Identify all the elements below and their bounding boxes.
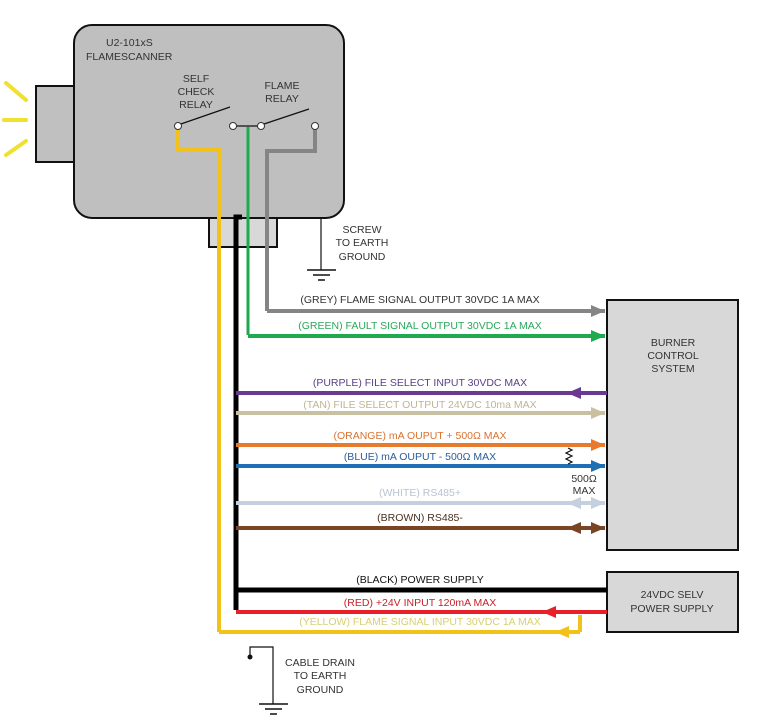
cable-drain-wire [249,646,274,704]
wire-blue: (BLUE) mA OUPUT - 500Ω MAX [236,451,605,472]
wire-yellow: (YELLOW) FLAME SIGNAL INPUT 30VDC 1A MAX [219,615,582,638]
screw-ground-label: SCREW [342,224,381,236]
self-check-relay-label: CHECK [178,86,215,98]
power-supply-label: 24VDC SELV [641,589,704,601]
arrow-right-icon [591,460,605,472]
arrow-left-icon [542,606,556,618]
scanner-lens [35,85,76,163]
screw-ground-label: TO EARTH [336,237,389,249]
relay-switches [177,106,310,127]
wire-brown-label: (BROWN) RS485- [377,512,463,524]
power-supply [606,571,739,633]
arrow-left-icon [567,387,581,399]
arrow-left-icon [555,626,569,638]
wire-brown: (BROWN) RS485- [236,512,605,534]
arrow-right-icon [591,522,605,534]
resistor-label: 500Ω [571,473,597,485]
scanner-name: FLAMESCANNER [86,51,173,63]
wire-grey: (GREY) FLAME SIGNAL OUTPUT 30VDC 1A MAX [267,294,605,317]
relay-terminals [174,122,319,130]
black-wire-trunk [233,214,242,610]
arrow-right-icon [591,439,605,451]
burner-control-system [606,299,739,551]
wire-purple-label: (PURPLE) FILE SELECT INPUT 30VDC MAX [313,377,527,389]
wire-green: (GREEN) FAULT SIGNAL OUTPUT 30VDC 1A MAX [248,320,605,342]
screw-ground-label: GROUND [339,251,386,263]
wire-yellow-label: (YELLOW) FLAME SIGNAL INPUT 30VDC 1A MAX [299,616,541,628]
wire-red: (RED) +24V INPUT 120mA MAX [236,597,607,618]
wire-purple: (PURPLE) FILE SELECT INPUT 30VDC MAX [236,377,607,399]
self-check-relay-label: SELF [183,73,209,85]
flame-light-icon [2,81,28,157]
self-check-relay-label: RELAY [179,99,213,111]
arrow-left-icon [567,522,581,534]
arrow-left-icon [567,497,581,509]
arrow-right-icon [591,330,605,342]
cable-drain-label: TO EARTH [294,670,347,682]
power-supply-label: POWER SUPPLY [630,603,713,615]
ground-icon [259,703,288,715]
wire-orange-label: (ORANGE) mA OUPUT + 500Ω MAX [333,430,506,442]
cable-drain-label: CABLE DRAIN [285,657,355,669]
wire-blue-label: (BLUE) mA OUPUT - 500Ω MAX [344,451,496,463]
wire-orange: (ORANGE) mA OUPUT + 500Ω MAX [236,430,605,451]
wire-red-label: (RED) +24V INPUT 120mA MAX [344,597,496,609]
flame-relay-label: FLAME [264,80,299,92]
wire-grey-label: (GREY) FLAME SIGNAL OUTPUT 30VDC 1A MAX [300,294,539,306]
wire-white-label: (WHITE) RS485+ [379,487,461,499]
resistor-icon [564,447,574,465]
burner-label: BURNER [651,337,696,349]
ground-icon [307,269,336,281]
scanner-model: U2-101xS [106,37,153,49]
wire-white: (WHITE) RS485+ [236,487,605,509]
yellow-wire-internal [176,127,221,632]
burner-label: SYSTEM [651,363,694,375]
arrow-right-icon [591,407,605,419]
cable-drain-label: GROUND [297,684,344,696]
resistor-label: MAX [573,485,596,497]
wire-tan: (TAN) FILE SELECT OUTPUT 24VDC 10ma MAX [236,399,605,419]
burner-label: CONTROL [647,350,698,362]
wire-black: (BLACK) POWER SUPPLY [236,574,607,593]
arrow-right-icon [591,305,605,317]
arrow-right-icon [591,497,605,509]
wire-black-label: (BLACK) POWER SUPPLY [356,574,484,586]
grey-wire-internal [265,128,317,311]
wire-green-label: (GREEN) FAULT SIGNAL OUTPUT 30VDC 1A MAX [298,320,542,332]
flame-relay-label: RELAY [265,93,299,105]
wire-tan-label: (TAN) FILE SELECT OUTPUT 24VDC 10ma MAX [303,399,536,411]
